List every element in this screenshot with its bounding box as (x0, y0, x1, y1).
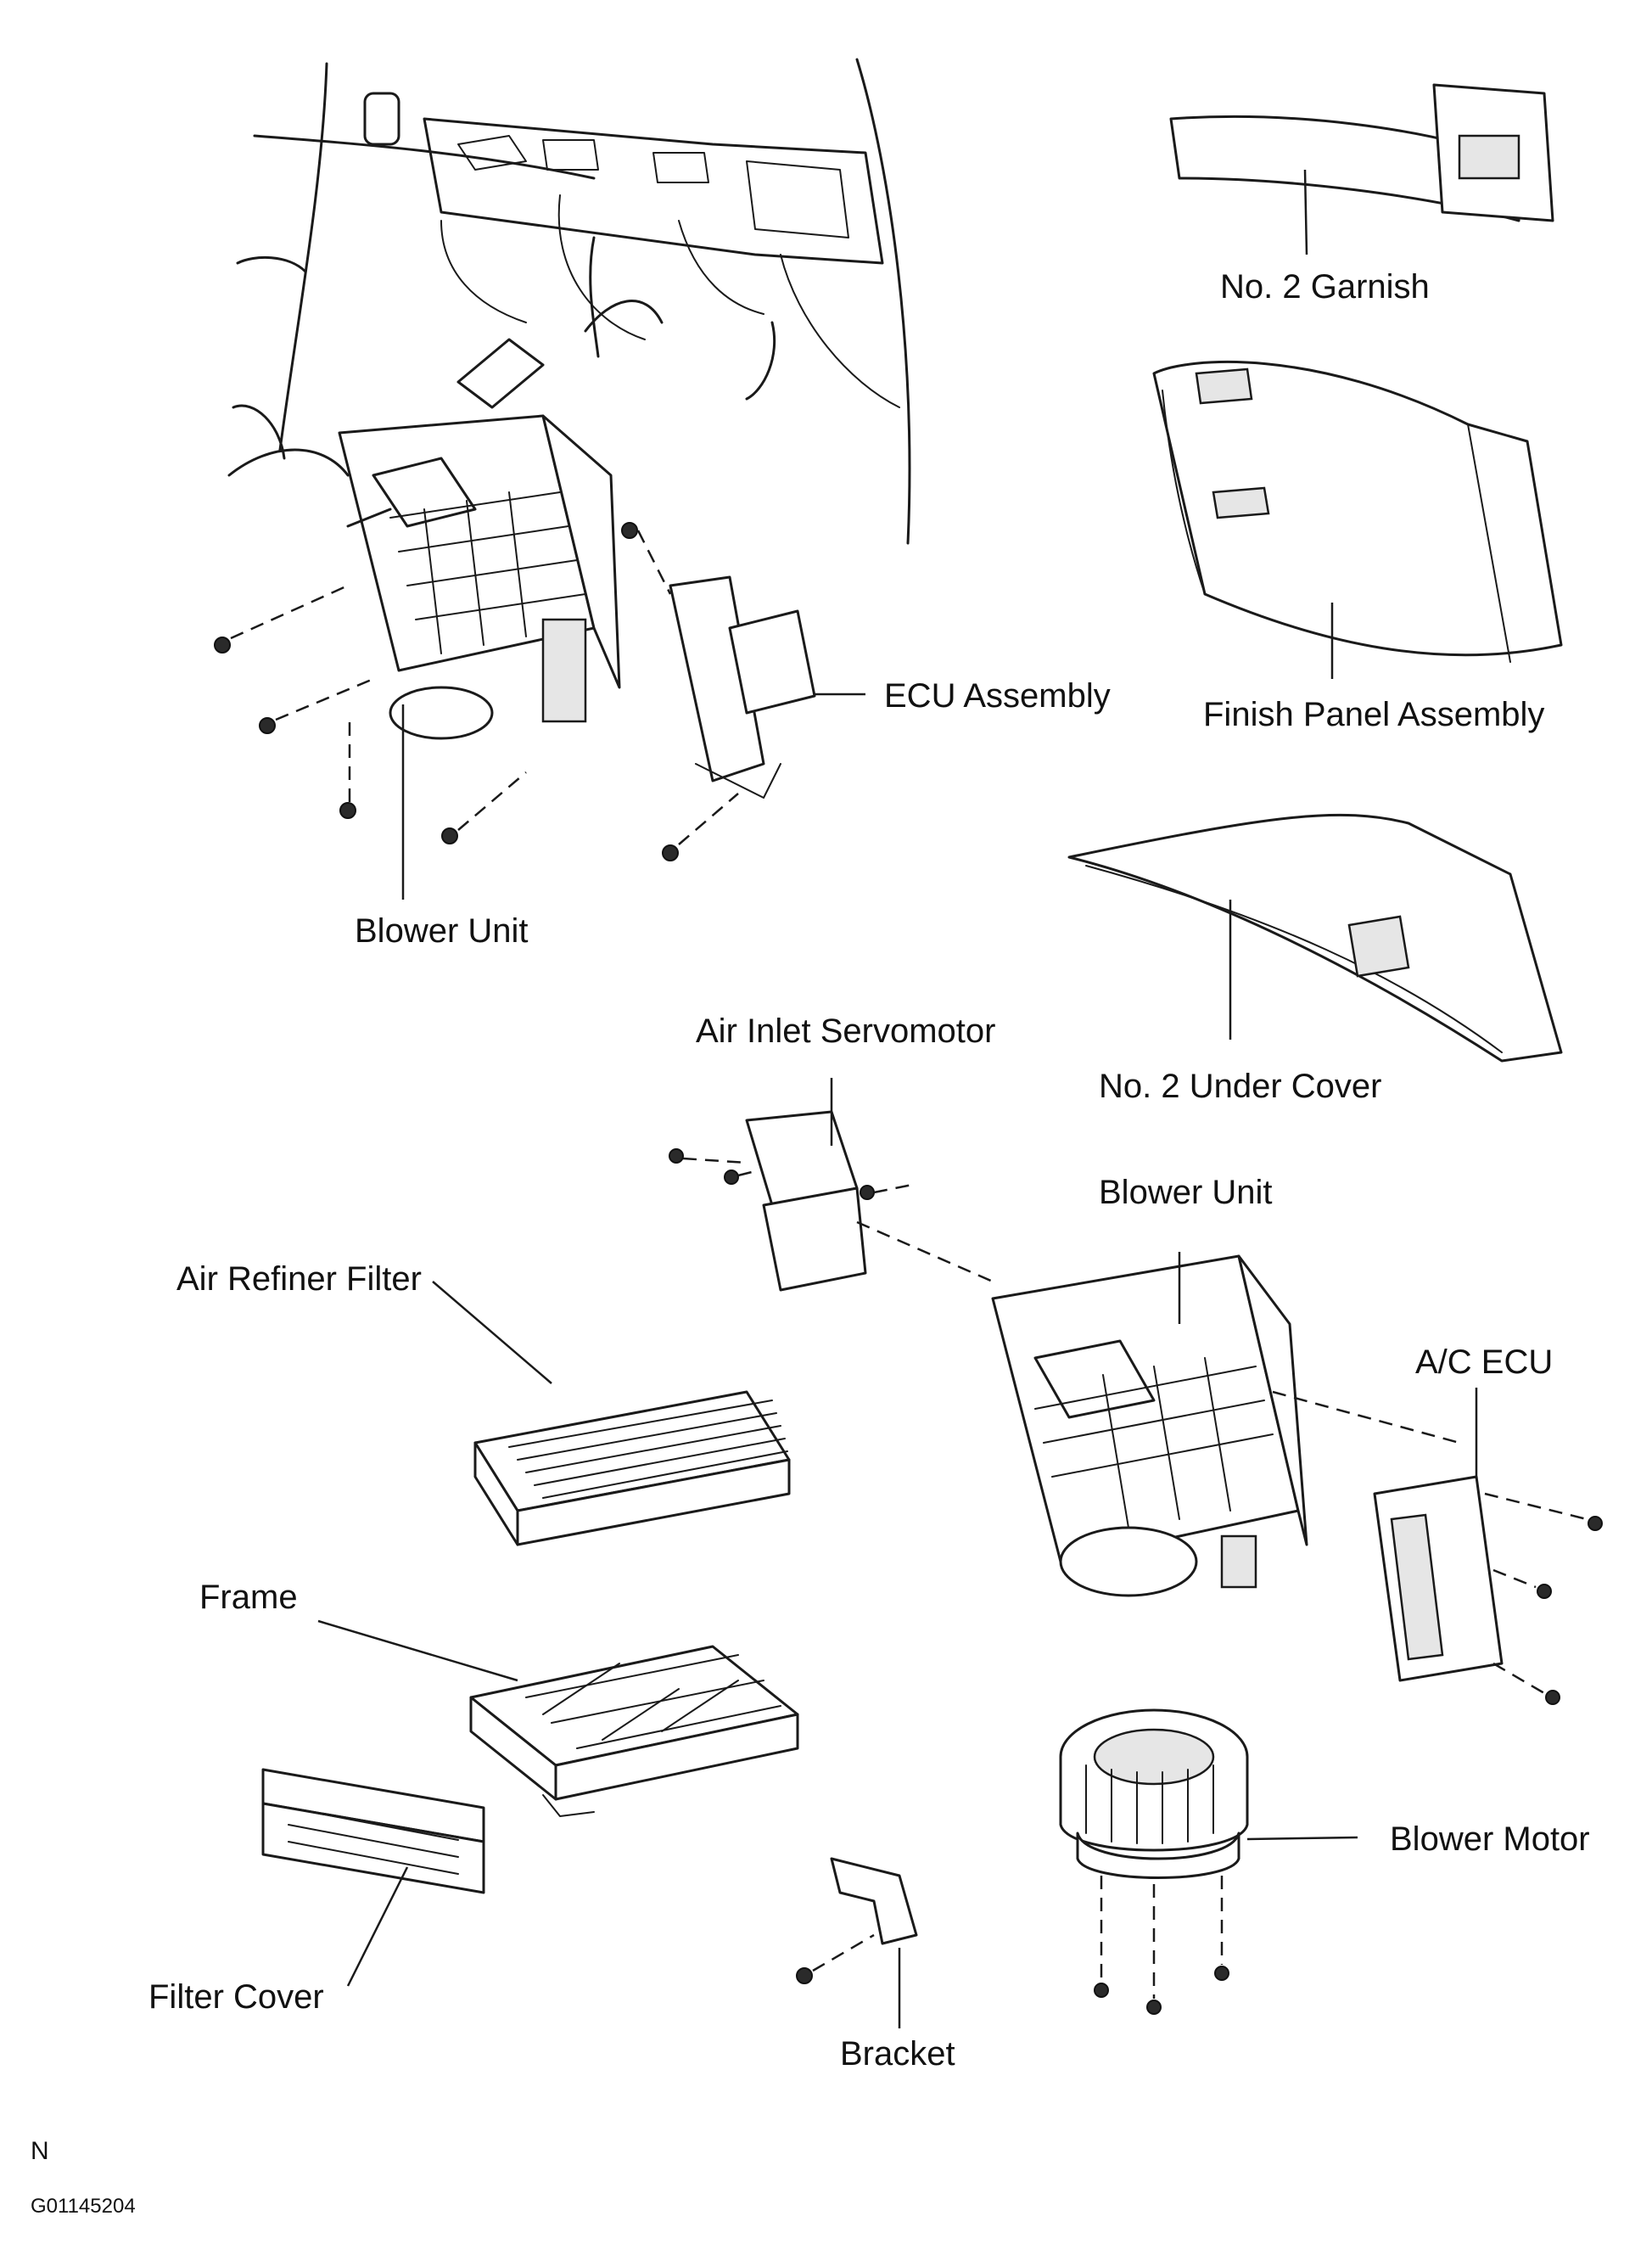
label-ecu-assembly: ECU Assembly (884, 677, 1111, 715)
air-refiner-filter-drawing (473, 1390, 791, 1546)
label-frame: Frame (199, 1579, 298, 1616)
frame-drawing (469, 1645, 799, 1817)
label-air-refiner-filter: Air Refiner Filter (176, 1260, 422, 1298)
label-air-inlet-servomotor: Air Inlet Servomotor (696, 1013, 996, 1050)
filter-cover-drawing (261, 1768, 485, 1894)
dashboard-outline (227, 58, 911, 545)
label-blower-unit-main: Blower Unit (1099, 1174, 1273, 1211)
blower-motor-drawing (1059, 1708, 1249, 2015)
direction-marker: N (31, 2137, 49, 2165)
label-ac-ecu: A/C ECU (1415, 1343, 1554, 1381)
blower-unit-main-drawing (991, 1254, 1460, 1597)
no2-under-cover-drawing (1067, 813, 1563, 1063)
label-finish-panel-assembly: Finish Panel Assembly (1203, 696, 1545, 733)
ac-ecu-drawing (1373, 1475, 1603, 1705)
label-filter-cover: Filter Cover (148, 1978, 324, 2016)
ecu-assembly-drawing (621, 522, 816, 861)
no2-garnish-drawing (1169, 83, 1554, 222)
blower-unit-top-drawing (214, 414, 621, 844)
label-no2-under-cover: No. 2 Under Cover (1099, 1068, 1382, 1105)
label-bracket: Bracket (840, 2035, 955, 2073)
leader-lines (317, 169, 1478, 2028)
figure-code: G01145204 (31, 2195, 136, 2218)
air-inlet-servomotor-drawing (669, 1110, 994, 1292)
label-blower-unit-top: Blower Unit (355, 912, 529, 950)
finish-panel-drawing (1152, 361, 1563, 663)
label-blower-motor: Blower Motor (1390, 1820, 1590, 1858)
label-no2-garnish: No. 2 Garnish (1220, 268, 1430, 306)
bracket-drawing (796, 1857, 918, 1984)
